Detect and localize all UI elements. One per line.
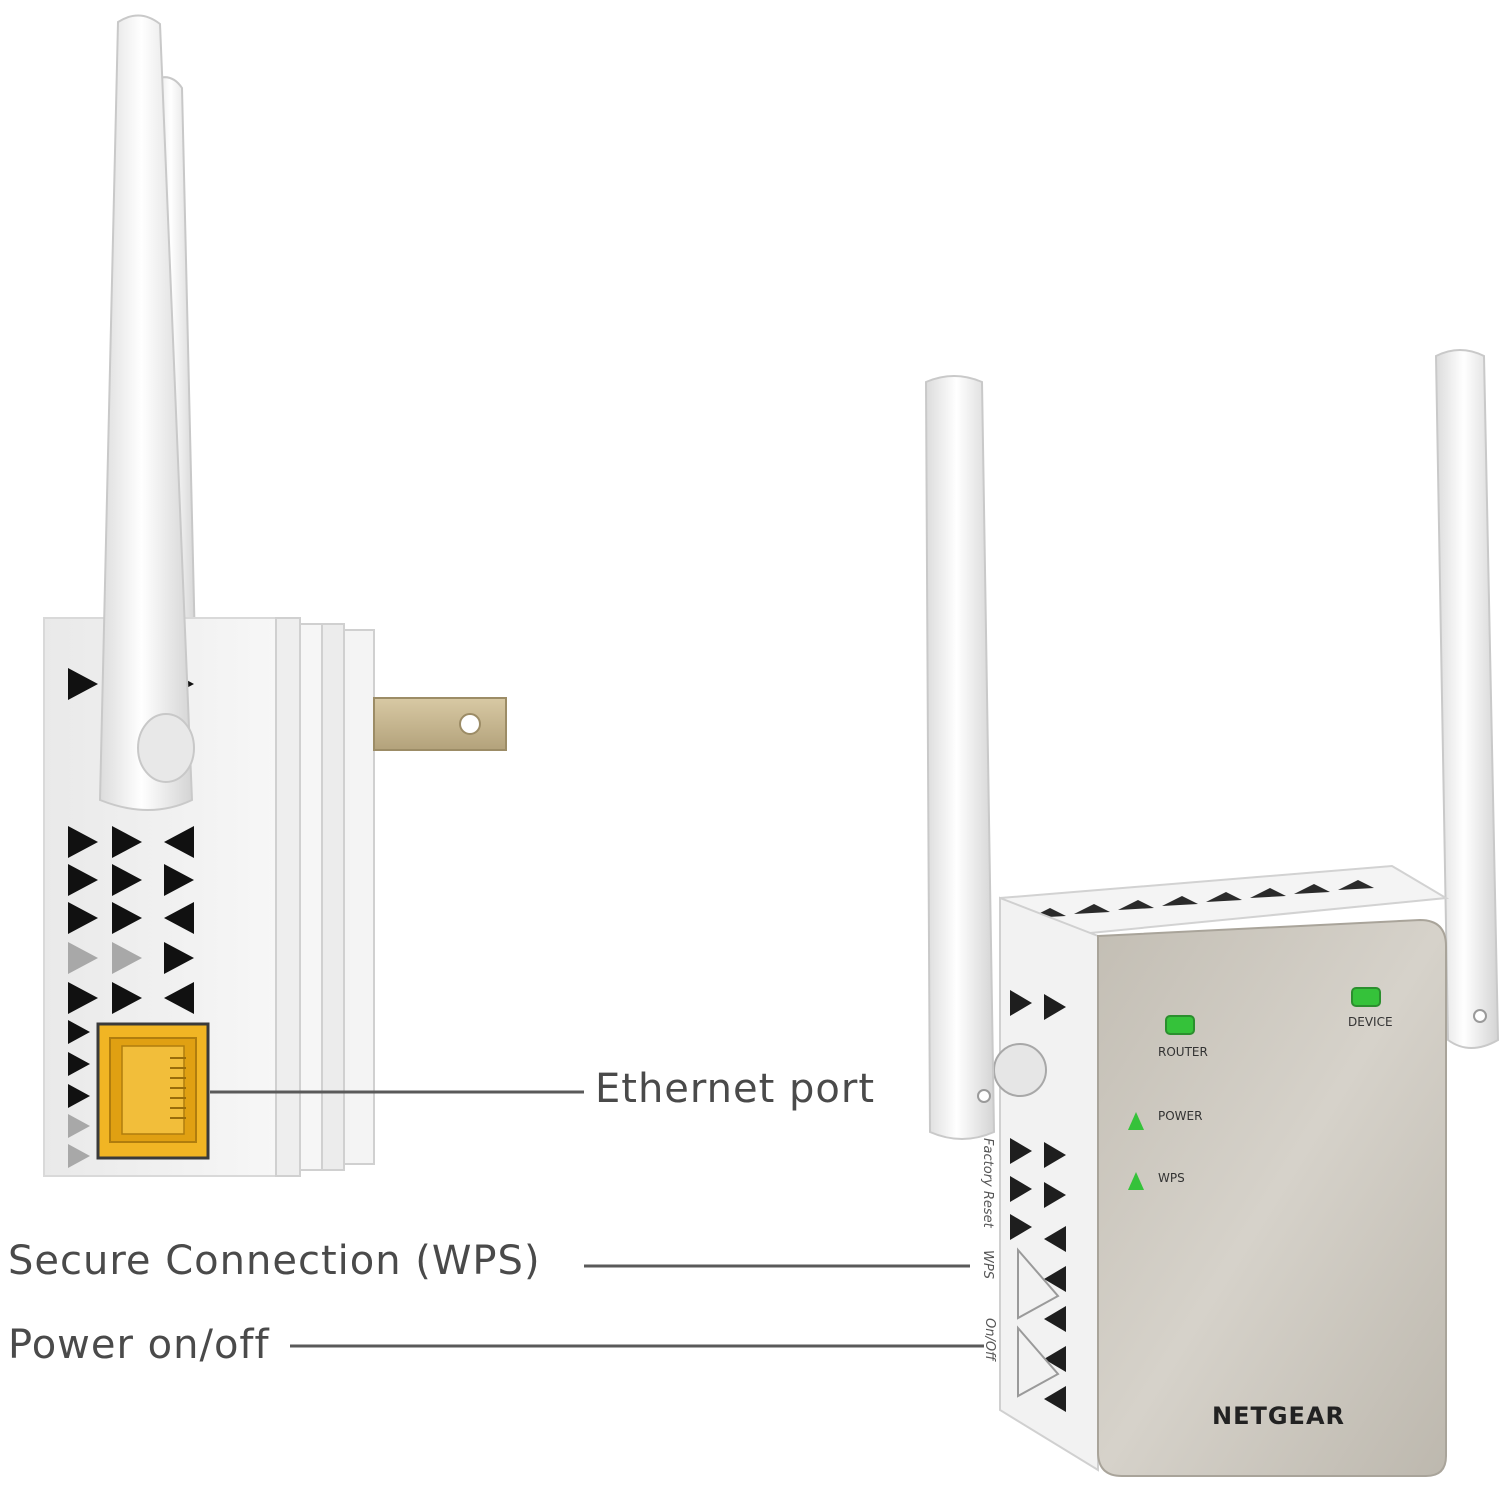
ethernet-port-icon: [96, 1022, 210, 1160]
device-led-label: DEVICE: [1348, 1015, 1393, 1029]
router-led-icon: [1165, 1015, 1195, 1035]
power-button-icon: [1017, 1325, 1060, 1398]
device-led-icon: [1351, 987, 1381, 1007]
front-view-extender: Factory Reset WPS On/Off ROUTER DEVICE P…: [924, 349, 1500, 1477]
side-fin: [299, 623, 323, 1171]
top-vents: [1030, 880, 1374, 918]
onoff-side-label: On/Off: [982, 1318, 997, 1362]
brand-logo: NETGEAR: [1212, 1402, 1345, 1430]
power-led-icon: [1128, 1112, 1144, 1130]
side-view-extender: [43, 14, 507, 1177]
power-led-label: POWER: [1158, 1109, 1202, 1123]
right-antenna-icon: [1434, 349, 1500, 1049]
side-fin: [321, 623, 345, 1171]
front-panel: [1097, 918, 1447, 1477]
wps-led-icon: [1128, 1172, 1144, 1190]
wps-button-icon: [1017, 1247, 1060, 1320]
wall-plug-icon: [373, 697, 507, 751]
wps-led-label: WPS: [1158, 1171, 1185, 1185]
left-antenna-icon: [924, 375, 996, 1140]
router-led-label: ROUTER: [1158, 1045, 1208, 1059]
wps-side-label: WPS: [980, 1250, 995, 1279]
antenna-knob: [993, 1043, 1047, 1097]
device-left-side: [999, 896, 1099, 1472]
factory-reset-label: Factory Reset: [980, 1138, 995, 1229]
power-callout: Power on/off: [8, 1322, 270, 1368]
ethernet-port-callout: Ethernet port: [595, 1066, 876, 1112]
front-antenna-icon: [98, 14, 194, 811]
side-fin: [275, 617, 301, 1177]
wps-callout: Secure Connection (WPS): [8, 1238, 541, 1284]
side-fin: [343, 629, 375, 1165]
device-side-vents: [1010, 990, 1066, 1412]
